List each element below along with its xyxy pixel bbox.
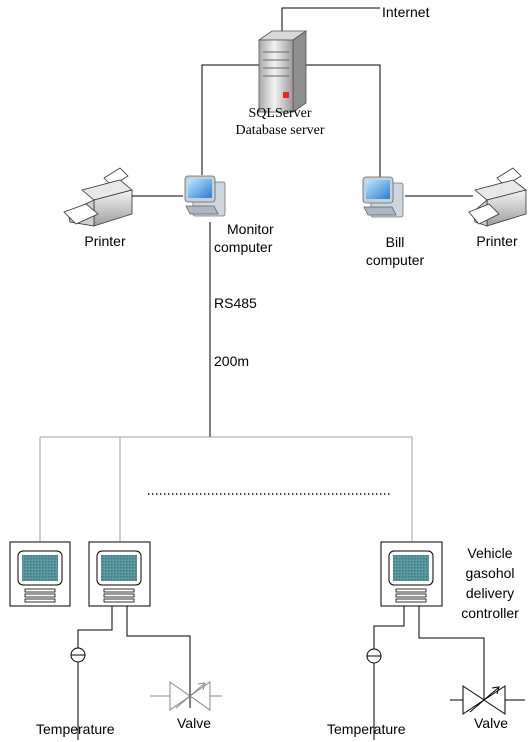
monitor-computer-label-line2: computer <box>214 239 273 255</box>
bill-computer-label-line1: Bill <box>385 234 405 250</box>
rs485-label: RS485 <box>214 295 257 311</box>
temperature-right-label: Temperature <box>327 721 406 737</box>
server-label-line1: SQLServer <box>248 106 312 121</box>
server-led <box>283 92 289 98</box>
temperature-sensor-left-icon <box>70 647 86 663</box>
server-monitor-link <box>201 64 259 175</box>
valve-left-label: Valve <box>177 715 211 731</box>
valve-right-icon <box>450 685 525 715</box>
internet-link <box>281 7 380 31</box>
controller-label-line1: Vehicle <box>467 545 513 561</box>
server-bill-link <box>305 64 381 180</box>
printer-left-label: Printer <box>84 233 126 249</box>
controller-label-line3: delivery <box>465 585 515 601</box>
printer-right-label: Printer <box>476 233 518 249</box>
controller-unit-3 <box>380 541 443 607</box>
controller-unit-1 <box>9 541 71 607</box>
field-bus <box>39 436 413 541</box>
temperature-left-label: Temperature <box>36 721 115 737</box>
controller-label-line2: gasohol <box>465 565 515 581</box>
bill-computer-label-line2: computer <box>365 252 425 268</box>
left-sensor-wiring <box>77 606 191 740</box>
controller-unit-2 <box>88 541 151 607</box>
bill-computer-icon <box>362 176 404 218</box>
printer-right-icon <box>468 167 527 227</box>
valve-left-icon <box>150 681 222 711</box>
monitor-computer-icon <box>184 175 226 217</box>
server-label-line2: Database server <box>235 123 325 138</box>
database-server-icon <box>257 30 308 113</box>
controller-label-line4: controller <box>461 605 519 621</box>
monitor-computer-label-line1: Monitor <box>227 221 274 237</box>
connection-lines <box>132 7 473 437</box>
distance-label: 200m <box>214 353 250 369</box>
right-sensor-wiring <box>373 606 485 740</box>
printer-left-icon <box>63 167 133 227</box>
internet-label: Internet <box>382 4 430 20</box>
temperature-sensor-right-icon <box>366 648 382 664</box>
valve-right-label: Valve <box>474 715 508 731</box>
